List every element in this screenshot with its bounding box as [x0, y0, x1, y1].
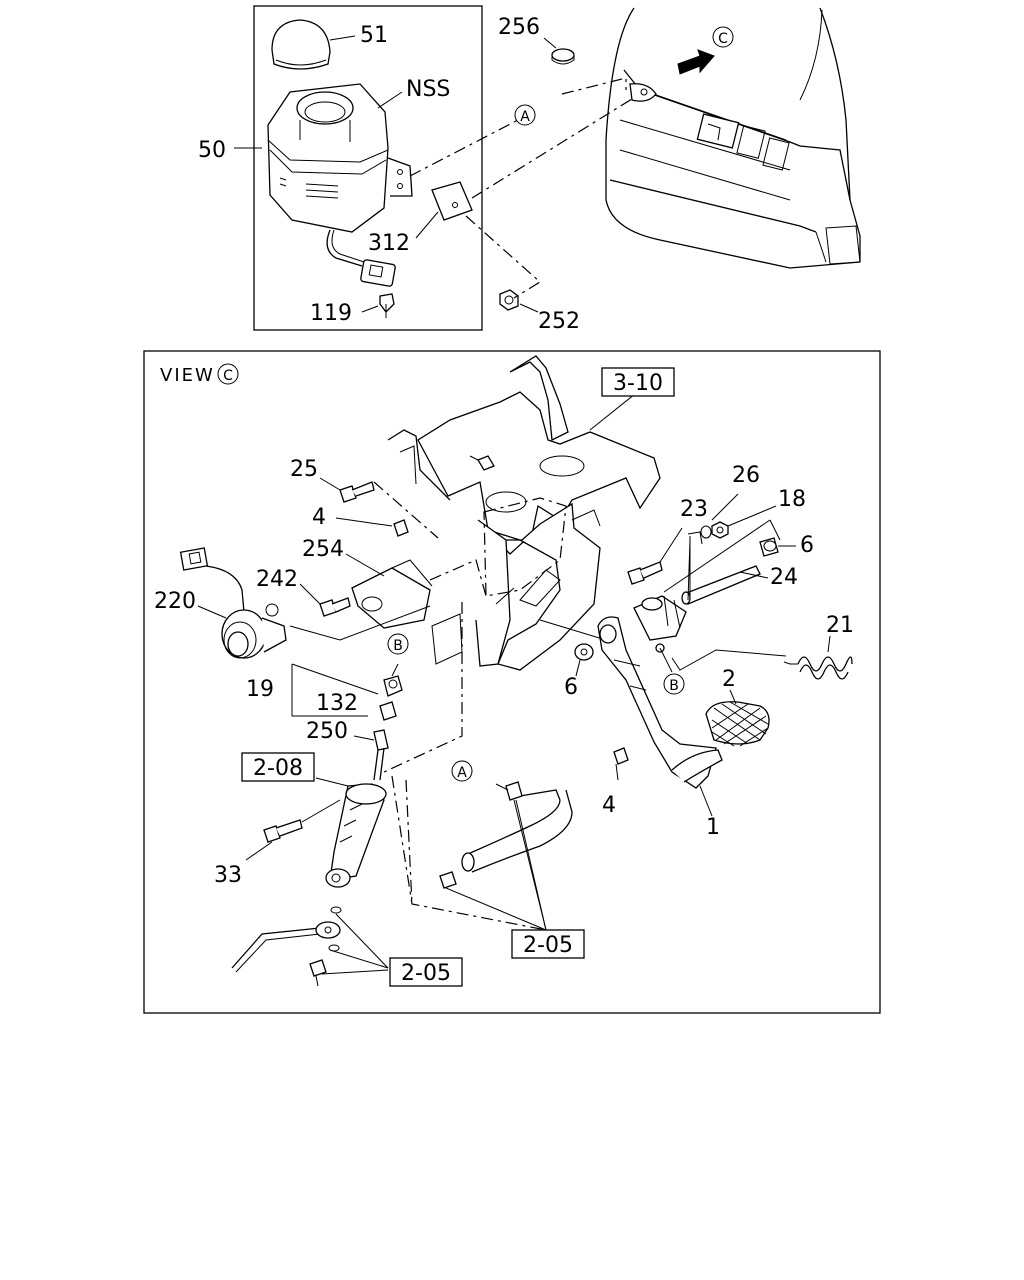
svg-text:C: C [718, 31, 728, 47]
nut-18-part [711, 521, 729, 539]
hose-part [439, 781, 573, 889]
label-21: 21 [826, 613, 854, 638]
plug-part [551, 48, 575, 65]
label-18: 18 [778, 487, 806, 512]
bolt-4-lower-part [613, 747, 629, 781]
reservoir-tank-part [267, 83, 413, 287]
reservoir-inset [234, 5, 483, 331]
circle-ref-c-view: C [217, 363, 239, 385]
washer-26-part [700, 525, 712, 539]
svg-text:A: A [520, 109, 530, 125]
nut-part [499, 289, 519, 311]
svg-text:B: B [393, 638, 403, 654]
label-4-lower: 4 [602, 793, 616, 818]
circle-ref-c-top: C [712, 26, 734, 48]
bolt-242-part [319, 597, 351, 617]
label-250: 250 [306, 719, 348, 744]
label-1: 1 [706, 815, 720, 840]
svg-text:2-05: 2-05 [401, 961, 451, 986]
label-6-upper: 6 [800, 533, 814, 558]
view-direction-arrow [677, 49, 715, 75]
label-50: 50 [198, 138, 226, 163]
label-4-upper: 4 [312, 505, 326, 530]
svg-text:C: C [223, 368, 233, 384]
svg-text:2-05: 2-05 [523, 933, 573, 958]
label-nss: NSS [406, 77, 450, 102]
circle-ref-a-lower: A [451, 760, 473, 782]
label-51: 51 [360, 23, 388, 48]
view-c-frame [143, 350, 881, 1014]
ref-box-2-05-hose: 2-05 [511, 929, 585, 959]
label-6-lower: 6 [564, 675, 578, 700]
return-spring-part [783, 656, 853, 680]
label-19: 19 [246, 677, 274, 702]
truck-cab-sketch [605, 7, 861, 269]
pedal-pad-part [705, 701, 770, 747]
label-220: 220 [154, 589, 196, 614]
bushing-6-lower-part [574, 643, 594, 661]
circle-ref-b-right: B [663, 673, 685, 695]
reservoir-inset-frame [253, 5, 483, 331]
svg-text:3-10: 3-10 [613, 371, 663, 396]
reservoir-cap-part [271, 19, 331, 70]
label-256: 256 [498, 15, 540, 40]
ref-box-2-05-pipe: 2-05 [389, 957, 463, 987]
clutch-pedal-part [597, 616, 723, 789]
view-title: VIEW [160, 365, 215, 386]
pushrod-part [373, 729, 389, 781]
clip-part [379, 293, 395, 318]
clevis-part [379, 675, 403, 721]
ref-box-3-10: 3-10 [601, 367, 675, 397]
label-23: 23 [680, 497, 708, 522]
label-252: 252 [538, 309, 580, 334]
label-254: 254 [302, 537, 344, 562]
master-cylinder-part [325, 783, 387, 888]
sensor-bracket-part [351, 559, 433, 629]
label-242: 242 [256, 567, 298, 592]
circle-ref-b-left: B [387, 633, 409, 655]
bolt-4-upper-part [393, 519, 409, 537]
bolt-33-part [263, 819, 303, 843]
label-24: 24 [770, 565, 798, 590]
label-33: 33 [214, 863, 242, 888]
label-2: 2 [722, 667, 736, 692]
bolt-23-part [627, 561, 663, 585]
mounting-plate-part [431, 181, 473, 221]
ref-box-2-08: 2-08 [241, 752, 315, 782]
pedal-pivot-part [633, 595, 687, 653]
bushing-6-upper-part [759, 537, 779, 557]
label-312: 312 [368, 231, 410, 256]
label-119: 119 [310, 301, 352, 326]
label-25: 25 [290, 457, 318, 482]
pedal-switch-part [179, 547, 287, 659]
svg-text:A: A [457, 765, 467, 781]
svg-text:B: B [669, 678, 679, 694]
circle-ref-a-top: A [514, 104, 536, 126]
label-26: 26 [732, 463, 760, 488]
label-132: 132 [316, 691, 358, 716]
svg-text:2-08: 2-08 [253, 756, 303, 781]
bolt-25-part [339, 481, 375, 503]
pedal-bracket-assembly [387, 355, 661, 671]
